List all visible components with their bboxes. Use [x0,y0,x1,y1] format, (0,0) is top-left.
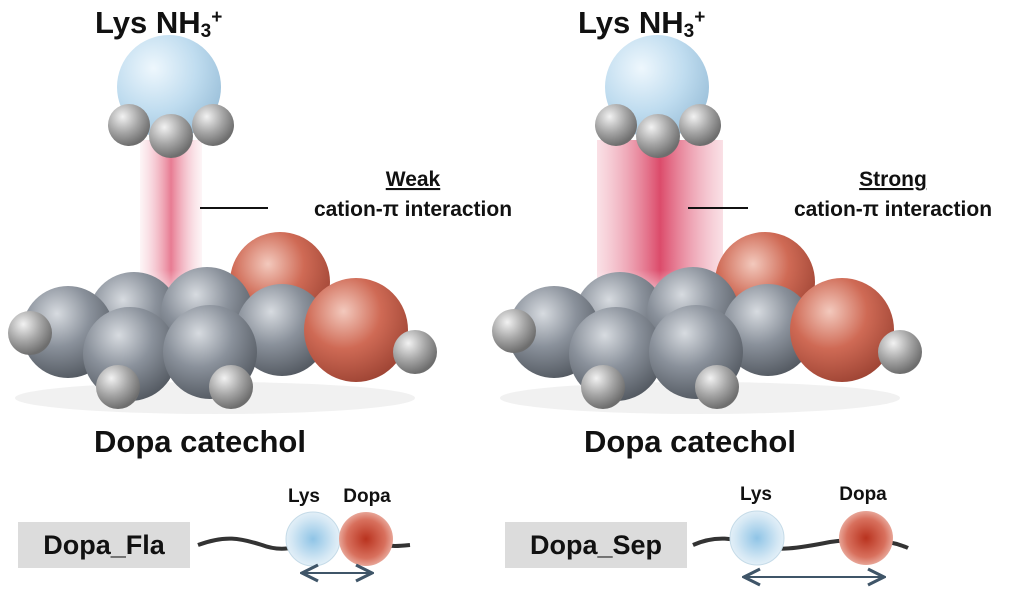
left-hydrogen-atom [149,114,193,158]
right-nh3-group [595,35,721,158]
right-panel: Lys NH3+ Strong cation-π interaction [492,5,992,577]
right-sequence-name: Dopa_Sep [530,530,662,560]
left-hydrogen-atom [108,104,150,146]
left-bead-label-lys: Lys [288,486,320,507]
left-nh3-group [108,35,234,158]
right-hydrogen-atom [878,330,922,374]
left-oxygen-atom [304,278,408,382]
right-carbon-atom [722,284,814,376]
left-sequence-name: Dopa_Fla [43,530,166,560]
left-dopa-catechol-molecule [8,232,437,414]
right-oxygen-atom [790,278,894,382]
right-dopa-catechol-molecule [492,232,922,414]
right-bead-label-dopa: Dopa [839,484,887,505]
right-hydrogen-atom [679,104,721,146]
right-interaction-label: cation-π interaction [794,198,992,221]
left-hydrogen-atom [393,330,437,374]
left-carbon-atom [236,284,328,376]
right-dopa-bead [839,511,893,565]
right-hydrogen-atom [695,365,739,409]
right-hydrogen-atom [636,114,680,158]
left-strength-label: Weak [386,168,441,191]
left-hydrogen-atom [192,104,234,146]
right-lys-bead [729,510,785,566]
left-dopa-bead [339,512,393,566]
left-lys-bead [285,511,341,567]
right-hydrogen-atom [581,365,625,409]
left-interaction-label: cation-π interaction [314,198,512,221]
right-hydrogen-atom [492,309,536,353]
right-strength-label: Strong [859,168,927,191]
right-aromatic-label: Dopa catechol [584,424,796,459]
right-sequence-label-box [505,522,687,568]
right-cation-title: Lys NH3+ [578,5,705,42]
left-hydrogen-atom [209,365,253,409]
left-panel: Lys NH3+ Weak cation-π interaction [8,5,512,573]
left-sequence-label-box [18,522,190,568]
left-aromatic-label: Dopa catechol [94,424,306,459]
left-hydrogen-atom [96,365,140,409]
right-hydrogen-atom [595,104,637,146]
left-cation-title: Lys NH3+ [95,5,222,42]
left-bead-label-dopa: Dopa [343,486,391,507]
right-bead-label-lys: Lys [740,484,772,505]
left-hydrogen-atom [8,311,52,355]
